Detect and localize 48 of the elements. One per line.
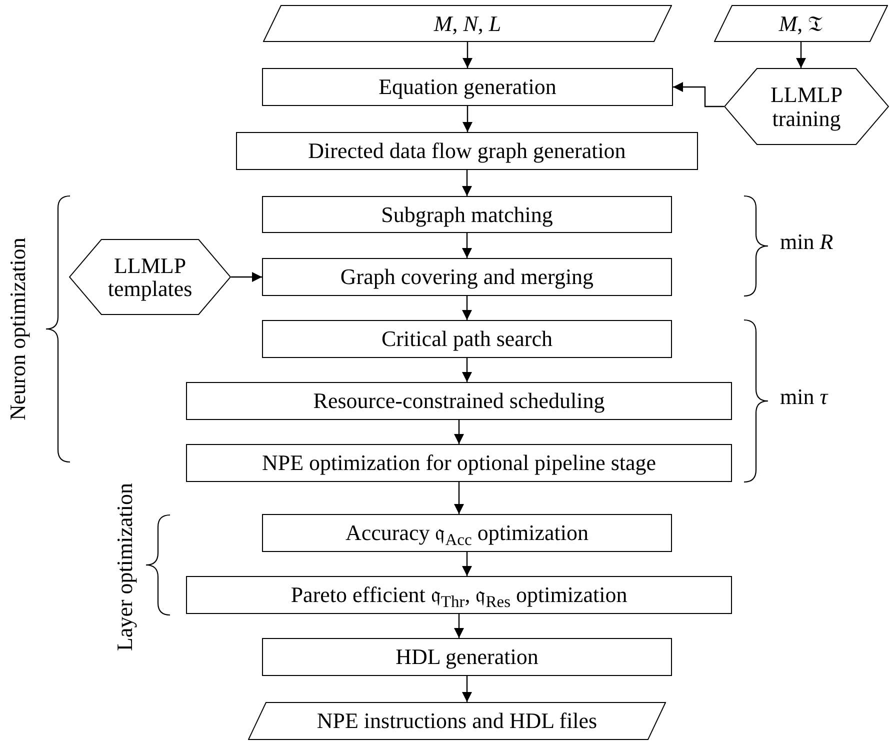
arrow xyxy=(454,482,464,514)
process-box xyxy=(262,196,672,233)
node-text: Directed data flow graph generation xyxy=(308,139,626,163)
node-text: LLMLP templates xyxy=(106,254,194,300)
arrow xyxy=(462,358,472,382)
arrow xyxy=(462,233,472,258)
arrow xyxy=(673,82,724,108)
process-box xyxy=(262,68,673,106)
process-box xyxy=(186,382,732,420)
node-text: LLMLP training xyxy=(769,83,844,130)
node-text: M, N, L xyxy=(434,12,502,36)
node-text: HDL generation xyxy=(396,645,538,669)
group-label: Layer optimization xyxy=(114,483,136,651)
process-box xyxy=(262,514,672,552)
node-text: Subgraph matching xyxy=(381,202,553,226)
arrow xyxy=(462,676,472,702)
preparation-hexagon xyxy=(724,68,889,145)
objective-label: min R xyxy=(780,231,834,253)
node-text: Pareto efficient 𝔮$_{Thr}$, 𝔮$_{Res}$ optimization xyxy=(290,583,628,607)
objective-label: min τ xyxy=(780,386,828,408)
process-box xyxy=(236,132,698,170)
arrow xyxy=(462,170,472,196)
node-text: NPE optimization for optional pipeline stage xyxy=(262,451,656,475)
data-parallelogram xyxy=(714,5,888,42)
node-text: Accuracy 𝔮$_{Acc}$ optimization xyxy=(345,521,589,545)
arrow xyxy=(454,420,464,444)
node-text: NPE instructions and HDL files xyxy=(316,709,598,733)
node-text: Resource-constrained scheduling xyxy=(313,389,605,413)
process-box xyxy=(262,258,672,296)
group-label: Neuron optimization xyxy=(7,238,29,420)
arrow xyxy=(454,614,464,638)
arrow xyxy=(462,42,472,68)
node-text: Critical path search xyxy=(381,327,553,351)
preparation-hexagon xyxy=(69,239,231,315)
data-parallelogram xyxy=(248,702,666,740)
process-box xyxy=(186,444,732,482)
arrow xyxy=(462,552,472,576)
arrow xyxy=(231,272,262,282)
arrow xyxy=(462,106,472,132)
node-text: Equation generation xyxy=(378,75,556,99)
process-box xyxy=(262,320,672,358)
node-text: M, 𝔗 xyxy=(778,12,824,36)
arrow xyxy=(796,42,806,68)
process-box xyxy=(262,638,672,676)
process-box xyxy=(186,576,732,614)
data-parallelogram xyxy=(263,5,672,42)
node-text: Graph covering and merging xyxy=(340,265,594,289)
arrow xyxy=(462,296,472,320)
